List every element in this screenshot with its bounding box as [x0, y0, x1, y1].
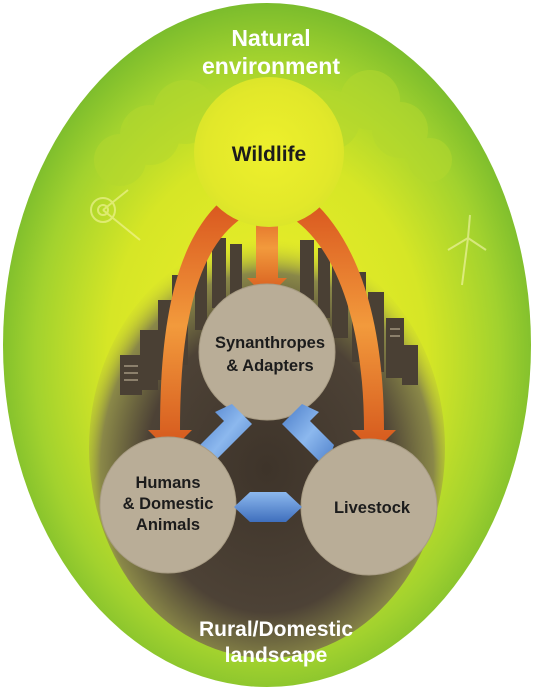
synanthropes-label-line1: Synanthropes	[215, 334, 325, 352]
humans-label-line3: Animals	[136, 516, 200, 534]
livestock-label: Livestock	[334, 499, 411, 517]
rural-domestic-label-line1: Rural/Domestic	[199, 618, 353, 641]
synanthropes-node	[199, 284, 335, 420]
humans-label-line1: Humans	[135, 474, 200, 492]
natural-environment-label-line2: environment	[202, 53, 340, 79]
wildlife-label: Wildlife	[232, 143, 306, 166]
humans-label-line2: & Domestic	[123, 495, 214, 513]
synanthropes-label-line2: & Adapters	[226, 357, 313, 375]
rural-domestic-label-line2: landscape	[225, 644, 328, 667]
natural-environment-label-line1: Natural	[231, 25, 310, 51]
